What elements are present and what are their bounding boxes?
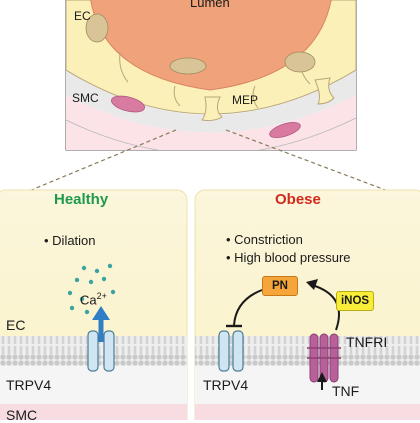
mep-projection <box>201 96 223 122</box>
ec-nucleus <box>284 51 316 73</box>
obese-bullet-blood-pressure: • High blood pressure <box>226 250 351 265</box>
trpv4-channel-obese <box>218 330 244 372</box>
obese-bullet-constriction: • Constriction <box>226 232 303 247</box>
ec-label-top: EC <box>74 9 91 23</box>
zoom-line-left <box>0 129 177 204</box>
vessel-overview <box>65 0 357 151</box>
ca-ion-label: Ca2+ <box>80 291 107 308</box>
elastic-lamina <box>66 70 356 133</box>
smc-nucleus <box>111 95 145 113</box>
obese-title: Obese <box>275 191 321 208</box>
mep-label: MEP <box>232 93 259 107</box>
obese-panel <box>194 189 420 420</box>
trpv4-label-obese: TRPV4 <box>203 377 249 393</box>
inos-box: iNOS <box>336 291 374 311</box>
trpv4-channel-healthy <box>87 306 115 372</box>
healthy-title: Healthy <box>54 191 109 208</box>
lumen <box>90 0 332 91</box>
smc-label-healthy: SMC <box>6 407 38 423</box>
ec-label-healthy: EC <box>6 317 26 333</box>
healthy-bullet: • Dilation <box>44 233 96 248</box>
pn-box: PN <box>262 276 298 296</box>
inhibition-arc <box>233 289 263 326</box>
obese-pathway <box>218 279 341 390</box>
smc-label-top: SMC <box>72 91 99 105</box>
cycle-arc <box>311 284 340 331</box>
lumen-label: Lumen <box>190 0 230 10</box>
calcium-ions <box>67 263 116 315</box>
tnf-label: TNF <box>332 383 360 399</box>
trpv4-label-healthy: TRPV4 <box>6 377 52 393</box>
tnfr1-receptor <box>307 333 341 383</box>
ec-nucleus <box>169 57 207 75</box>
ec-nucleus <box>85 13 109 43</box>
tnfr1-label: TNFRI <box>346 334 388 350</box>
